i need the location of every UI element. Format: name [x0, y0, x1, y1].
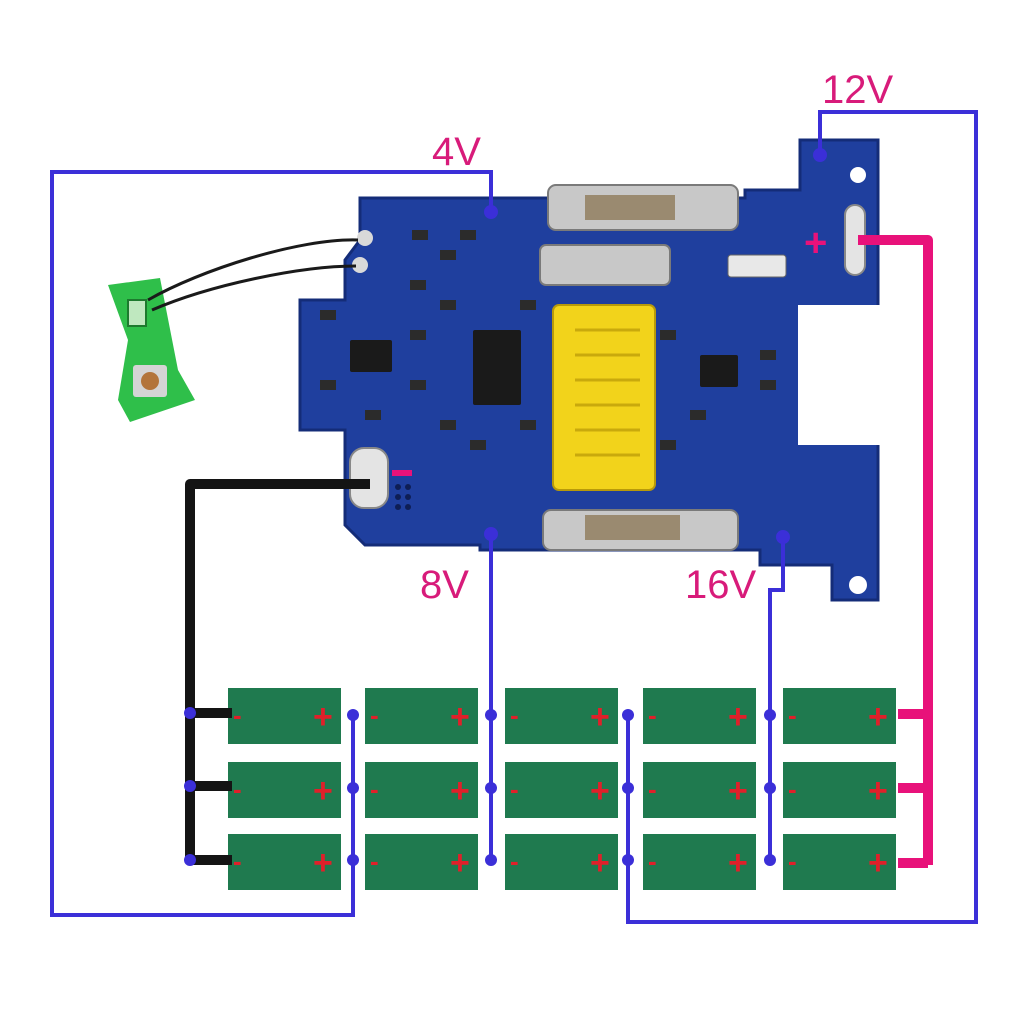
pcb-solder-pad-bottom [352, 257, 368, 273]
switch-wire-2 [151, 264, 357, 312]
pcb-fuse [727, 254, 787, 278]
battery-cell: -+ [365, 834, 478, 890]
battery-cell: -+ [228, 762, 341, 818]
cell-positive-sign: + [728, 772, 748, 810]
tap-dot-12v [813, 148, 827, 162]
cell-negative-sign: - [648, 846, 657, 876]
battery-cell-body [783, 688, 896, 744]
battery-cell-body [643, 688, 756, 744]
battery-cell-body [365, 834, 478, 890]
cell-positive-sign: + [590, 698, 610, 736]
battery-cell-body [228, 688, 341, 744]
black-wire-negative [185, 479, 370, 865]
battery-cell: -+ [505, 688, 618, 744]
pcb-mount-hole-top [850, 167, 866, 183]
voltage-label-4v: 4V [432, 130, 481, 174]
battery-cell: -+ [643, 834, 756, 890]
cell-positive-sign: + [868, 844, 888, 882]
blue-wire-16v [768, 537, 785, 862]
battery-cell: -+ [783, 834, 896, 890]
cell-positive-sign: + [868, 772, 888, 810]
battery-cell: -+ [783, 762, 896, 818]
switch-button-icon [141, 372, 159, 390]
cell-negative-sign: - [510, 774, 519, 804]
pcb-white-pad [798, 305, 880, 445]
bms-pcb-icon [298, 138, 880, 602]
cell-negative-sign: - [510, 846, 519, 876]
pcb-minus-terminal-slot [349, 447, 389, 509]
tap-dot-4v [484, 205, 498, 219]
pcb-dot-grid [395, 484, 411, 510]
connector-slots [575, 328, 640, 457]
battery-cell-body [643, 834, 756, 890]
battery-cell-body [505, 762, 618, 818]
battery-cell: -+ [228, 688, 341, 744]
battery-cell: -+ [365, 762, 478, 818]
battery-cell-body [505, 834, 618, 890]
battery-cell: -+ [643, 688, 756, 744]
pcb-mount-hole [849, 576, 867, 594]
cell-negative-sign: - [233, 774, 242, 804]
battery-cell: -+ [783, 688, 896, 744]
battery-cell-body [783, 834, 896, 890]
battery-cell-body [365, 688, 478, 744]
cell-positive-sign: + [313, 698, 333, 736]
cell-negative-sign: - [788, 846, 797, 876]
pcb-chips [350, 330, 738, 405]
cell-negative-sign: - [233, 846, 242, 876]
switch-board-icon [108, 238, 359, 422]
battery-cell: -+ [505, 762, 618, 818]
cell-negative-sign: - [648, 774, 657, 804]
cell-positive-sign: + [868, 698, 888, 736]
tap-dot-8v [484, 527, 498, 541]
battery-connector-yellow [552, 304, 656, 491]
board-plus-mark: + [804, 221, 827, 265]
cell-positive-sign: + [450, 772, 470, 810]
cell-positive-sign: + [450, 698, 470, 736]
battery-cell: -+ [228, 834, 341, 890]
cell-positive-sign: + [728, 844, 748, 882]
cell-negative-sign: - [233, 700, 242, 730]
cell-negative-sign: - [510, 700, 519, 730]
blue-wire-4v [50, 170, 493, 917]
pink-wire-positive [858, 235, 933, 868]
cell-negative-sign: - [648, 700, 657, 730]
battery-cell: -+ [365, 688, 478, 744]
board-minus-mark [392, 470, 412, 476]
cell-positive-sign: + [590, 772, 610, 810]
cell-positive-sign: + [313, 772, 333, 810]
tap-dot-16v [776, 530, 790, 544]
battery-cell: -+ [643, 762, 756, 818]
battery-cell-body [365, 762, 478, 818]
voltage-label-8v: 8V [420, 563, 469, 607]
switch-wire-1 [147, 238, 359, 302]
battery-cell-body [643, 762, 756, 818]
cell-positive-sign: + [450, 844, 470, 882]
switch-trace [127, 299, 147, 327]
cell-negative-sign: - [370, 774, 379, 804]
wire-connection-dots [184, 148, 827, 866]
battery-cell-body [505, 688, 618, 744]
pcb-solder-pad-top [357, 230, 373, 246]
cell-negative-sign: - [370, 846, 379, 876]
blue-wire-12v [626, 110, 978, 924]
battery-cell: -+ [505, 834, 618, 890]
metal-terminal-bottom [542, 509, 739, 551]
metal-terminal-top [539, 184, 739, 286]
voltage-label-12v: 12V [822, 68, 893, 112]
cell-negative-sign: - [370, 700, 379, 730]
cell-negative-sign: - [788, 774, 797, 804]
battery-cell-bank: -+-+-+-+-+-+-+-+-+-+-+-+-+-+-+ [228, 688, 896, 890]
battery-cell-body [228, 834, 341, 890]
cell-positive-sign: + [590, 844, 610, 882]
cell-positive-sign: + [313, 844, 333, 882]
cell-negative-sign: - [788, 700, 797, 730]
cell-positive-sign: + [728, 698, 748, 736]
battery-cell-body [228, 762, 341, 818]
voltage-label-16v: 16V [685, 563, 756, 607]
battery-cell-body [783, 762, 896, 818]
